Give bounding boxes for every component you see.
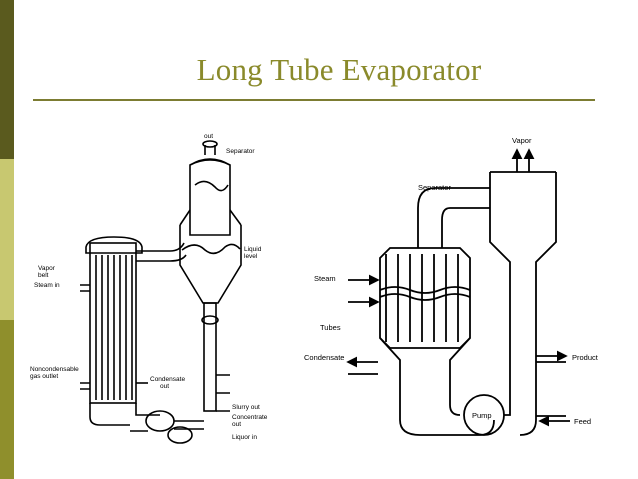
label-liquid-level-1: Liquid: [244, 246, 262, 253]
right-diagram-drawing: [346, 148, 570, 436]
side-bar-dark: [0, 0, 14, 159]
slide-title: Long Tube Evaporator: [196, 52, 482, 87]
left-evaporator-diagram: out Separator Liquid level Vapor belt St…: [30, 133, 268, 444]
right-evaporator-diagram: Vapor Separator Steam Tubes Condensate P…: [304, 136, 599, 436]
label-vapor-belt-2: belt: [38, 272, 49, 279]
label-separator-right: Separator: [418, 183, 451, 192]
label-out: out: [204, 133, 213, 140]
label-concentrate-out-1: Concentrate: [232, 414, 268, 421]
label-noncondensable-2: gas outlet: [30, 373, 58, 380]
label-liquor-in: Liquor in: [232, 434, 257, 441]
left-diagram-drawing: [80, 140, 242, 444]
label-tubes: Tubes: [320, 323, 341, 332]
label-slurry-out: Slurry out: [232, 404, 260, 411]
label-noncondensable-1: Noncondensable: [30, 366, 79, 373]
side-bar-mid: [0, 320, 14, 479]
label-condensate-out-1: Condensate: [150, 376, 185, 383]
label-concentrate-out-2: out: [232, 421, 241, 428]
side-bar-light: [0, 159, 14, 320]
label-steam: Steam: [314, 274, 336, 283]
label-condensate-out-2: out: [160, 383, 169, 390]
label-steam-in: Steam in: [34, 282, 60, 289]
label-liquid-level-2: level: [244, 253, 258, 260]
title-underline: [33, 99, 595, 101]
label-vapor-belt-1: Vapor: [38, 265, 56, 272]
label-pump: Pump: [472, 411, 492, 420]
label-product: Product: [572, 353, 599, 362]
label-condensate: Condensate: [304, 353, 344, 362]
label-feed: Feed: [574, 417, 591, 426]
label-separator-left: Separator: [226, 148, 255, 155]
label-vapor: Vapor: [512, 136, 532, 145]
